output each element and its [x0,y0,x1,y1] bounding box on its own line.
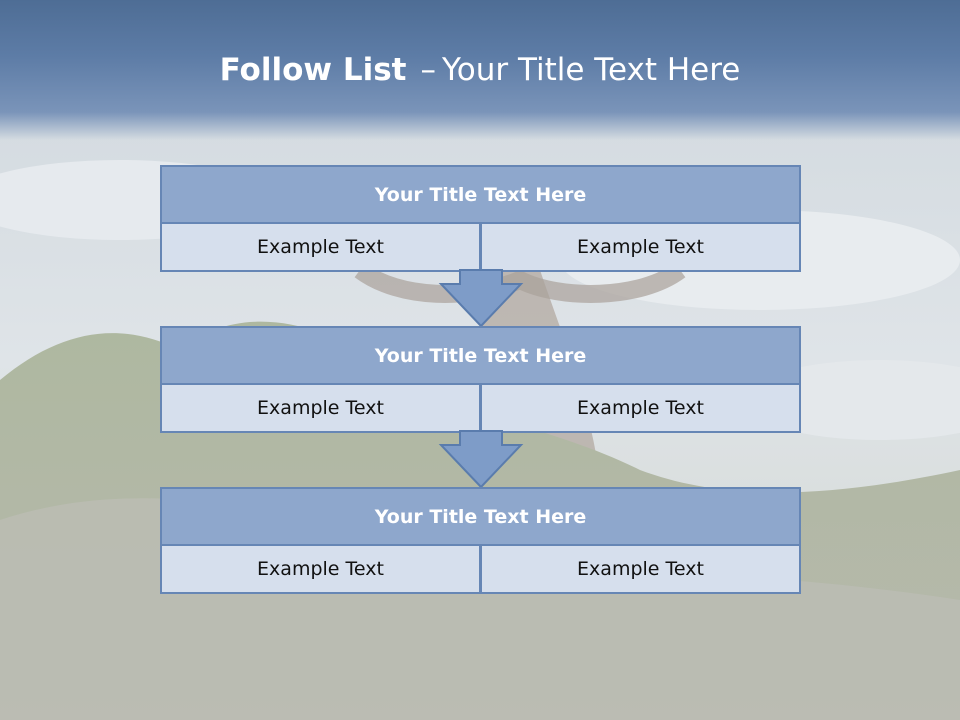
slide-title: Follow List–Your Title Text Here [0,52,960,88]
header-band [0,0,960,140]
slide-title-separator: – [420,52,436,88]
step-text-left: Example Text [160,383,481,433]
step-block-3: Your Title Text Here Example Text Exampl… [160,487,801,594]
down-arrow-icon [438,269,524,328]
step-text-left: Example Text [160,544,481,594]
step-title: Your Title Text Here [160,326,801,385]
slide-title-rest: Your Title Text Here [441,52,741,88]
step-text-right: Example Text [480,544,801,594]
step-title: Your Title Text Here [160,165,801,224]
down-arrow-icon [438,430,524,489]
step-text-right: Example Text [480,383,801,433]
step-text-left: Example Text [160,222,481,272]
slide-title-bold: Follow List [219,52,407,88]
step-block-1: Your Title Text Here Example Text Exampl… [160,165,801,272]
step-block-2: Your Title Text Here Example Text Exampl… [160,326,801,433]
step-text-right: Example Text [480,222,801,272]
step-title: Your Title Text Here [160,487,801,546]
